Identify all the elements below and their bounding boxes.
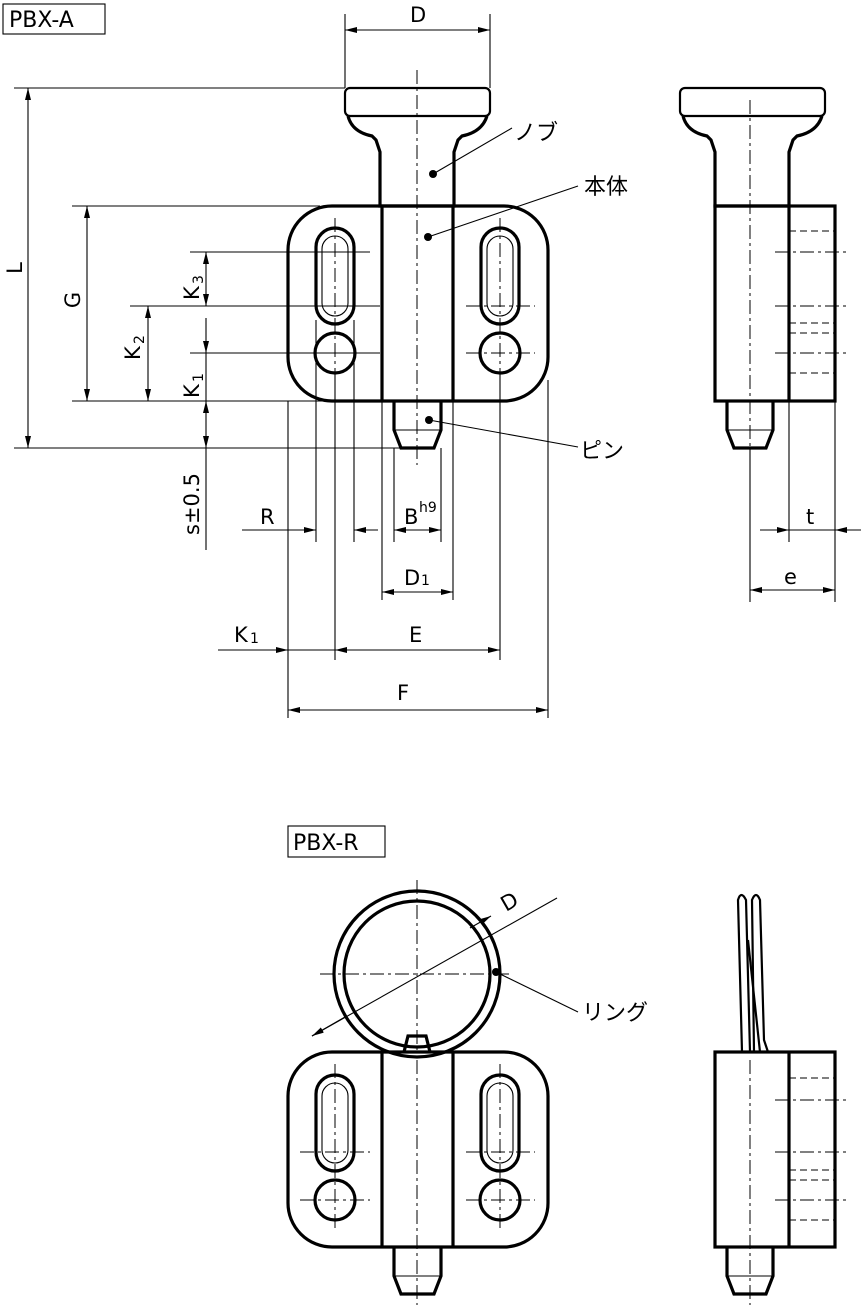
- svg-text:3: 3: [191, 275, 207, 284]
- svg-text:h9: h9: [419, 500, 437, 516]
- svg-text:K: K: [180, 383, 204, 398]
- title-pbx-r: PBX-R: [287, 825, 386, 858]
- svg-text:E: E: [409, 623, 422, 647]
- label-knob: ノブ: [514, 121, 558, 146]
- svg-text:PBX-R: PBX-R: [293, 831, 359, 856]
- svg-text:B: B: [404, 505, 418, 529]
- dim-ring-d: D: [497, 887, 523, 916]
- pbx-r-front-view: [286, 880, 579, 1305]
- svg-text:2: 2: [132, 335, 148, 344]
- svg-text:1: 1: [191, 373, 207, 382]
- label-body: 本体: [584, 175, 628, 200]
- title-pbx-a: PBX-A: [2, 3, 106, 35]
- label-ring: リング: [582, 1001, 648, 1026]
- pbx-a-side-view: [678, 86, 850, 465]
- svg-text:D: D: [404, 566, 420, 590]
- svg-text:F: F: [397, 681, 409, 705]
- svg-text:1: 1: [421, 573, 430, 589]
- pbx-r-side-view: [713, 893, 850, 1305]
- svg-text:K: K: [180, 285, 204, 300]
- svg-text:s±0.5: s±0.5: [180, 473, 204, 535]
- pbx-a-dimension-text: D L G K 2 K 3 K 1 s±0.5 R B h9 D 1 K 1 E…: [3, 3, 814, 705]
- svg-text:e: e: [784, 565, 797, 589]
- pbx-a-dimensions: [14, 14, 861, 718]
- svg-text:L: L: [3, 262, 27, 274]
- svg-text:G: G: [61, 292, 85, 308]
- svg-text:t: t: [806, 505, 814, 529]
- svg-text:K: K: [234, 623, 249, 647]
- svg-text:1: 1: [250, 631, 259, 647]
- svg-text:PBX-A: PBX-A: [9, 8, 74, 33]
- body-plate: [286, 204, 550, 403]
- svg-text:R: R: [260, 505, 275, 529]
- svg-text:D: D: [410, 3, 426, 27]
- svg-text:K: K: [121, 345, 145, 360]
- label-pin: ピン: [580, 439, 624, 464]
